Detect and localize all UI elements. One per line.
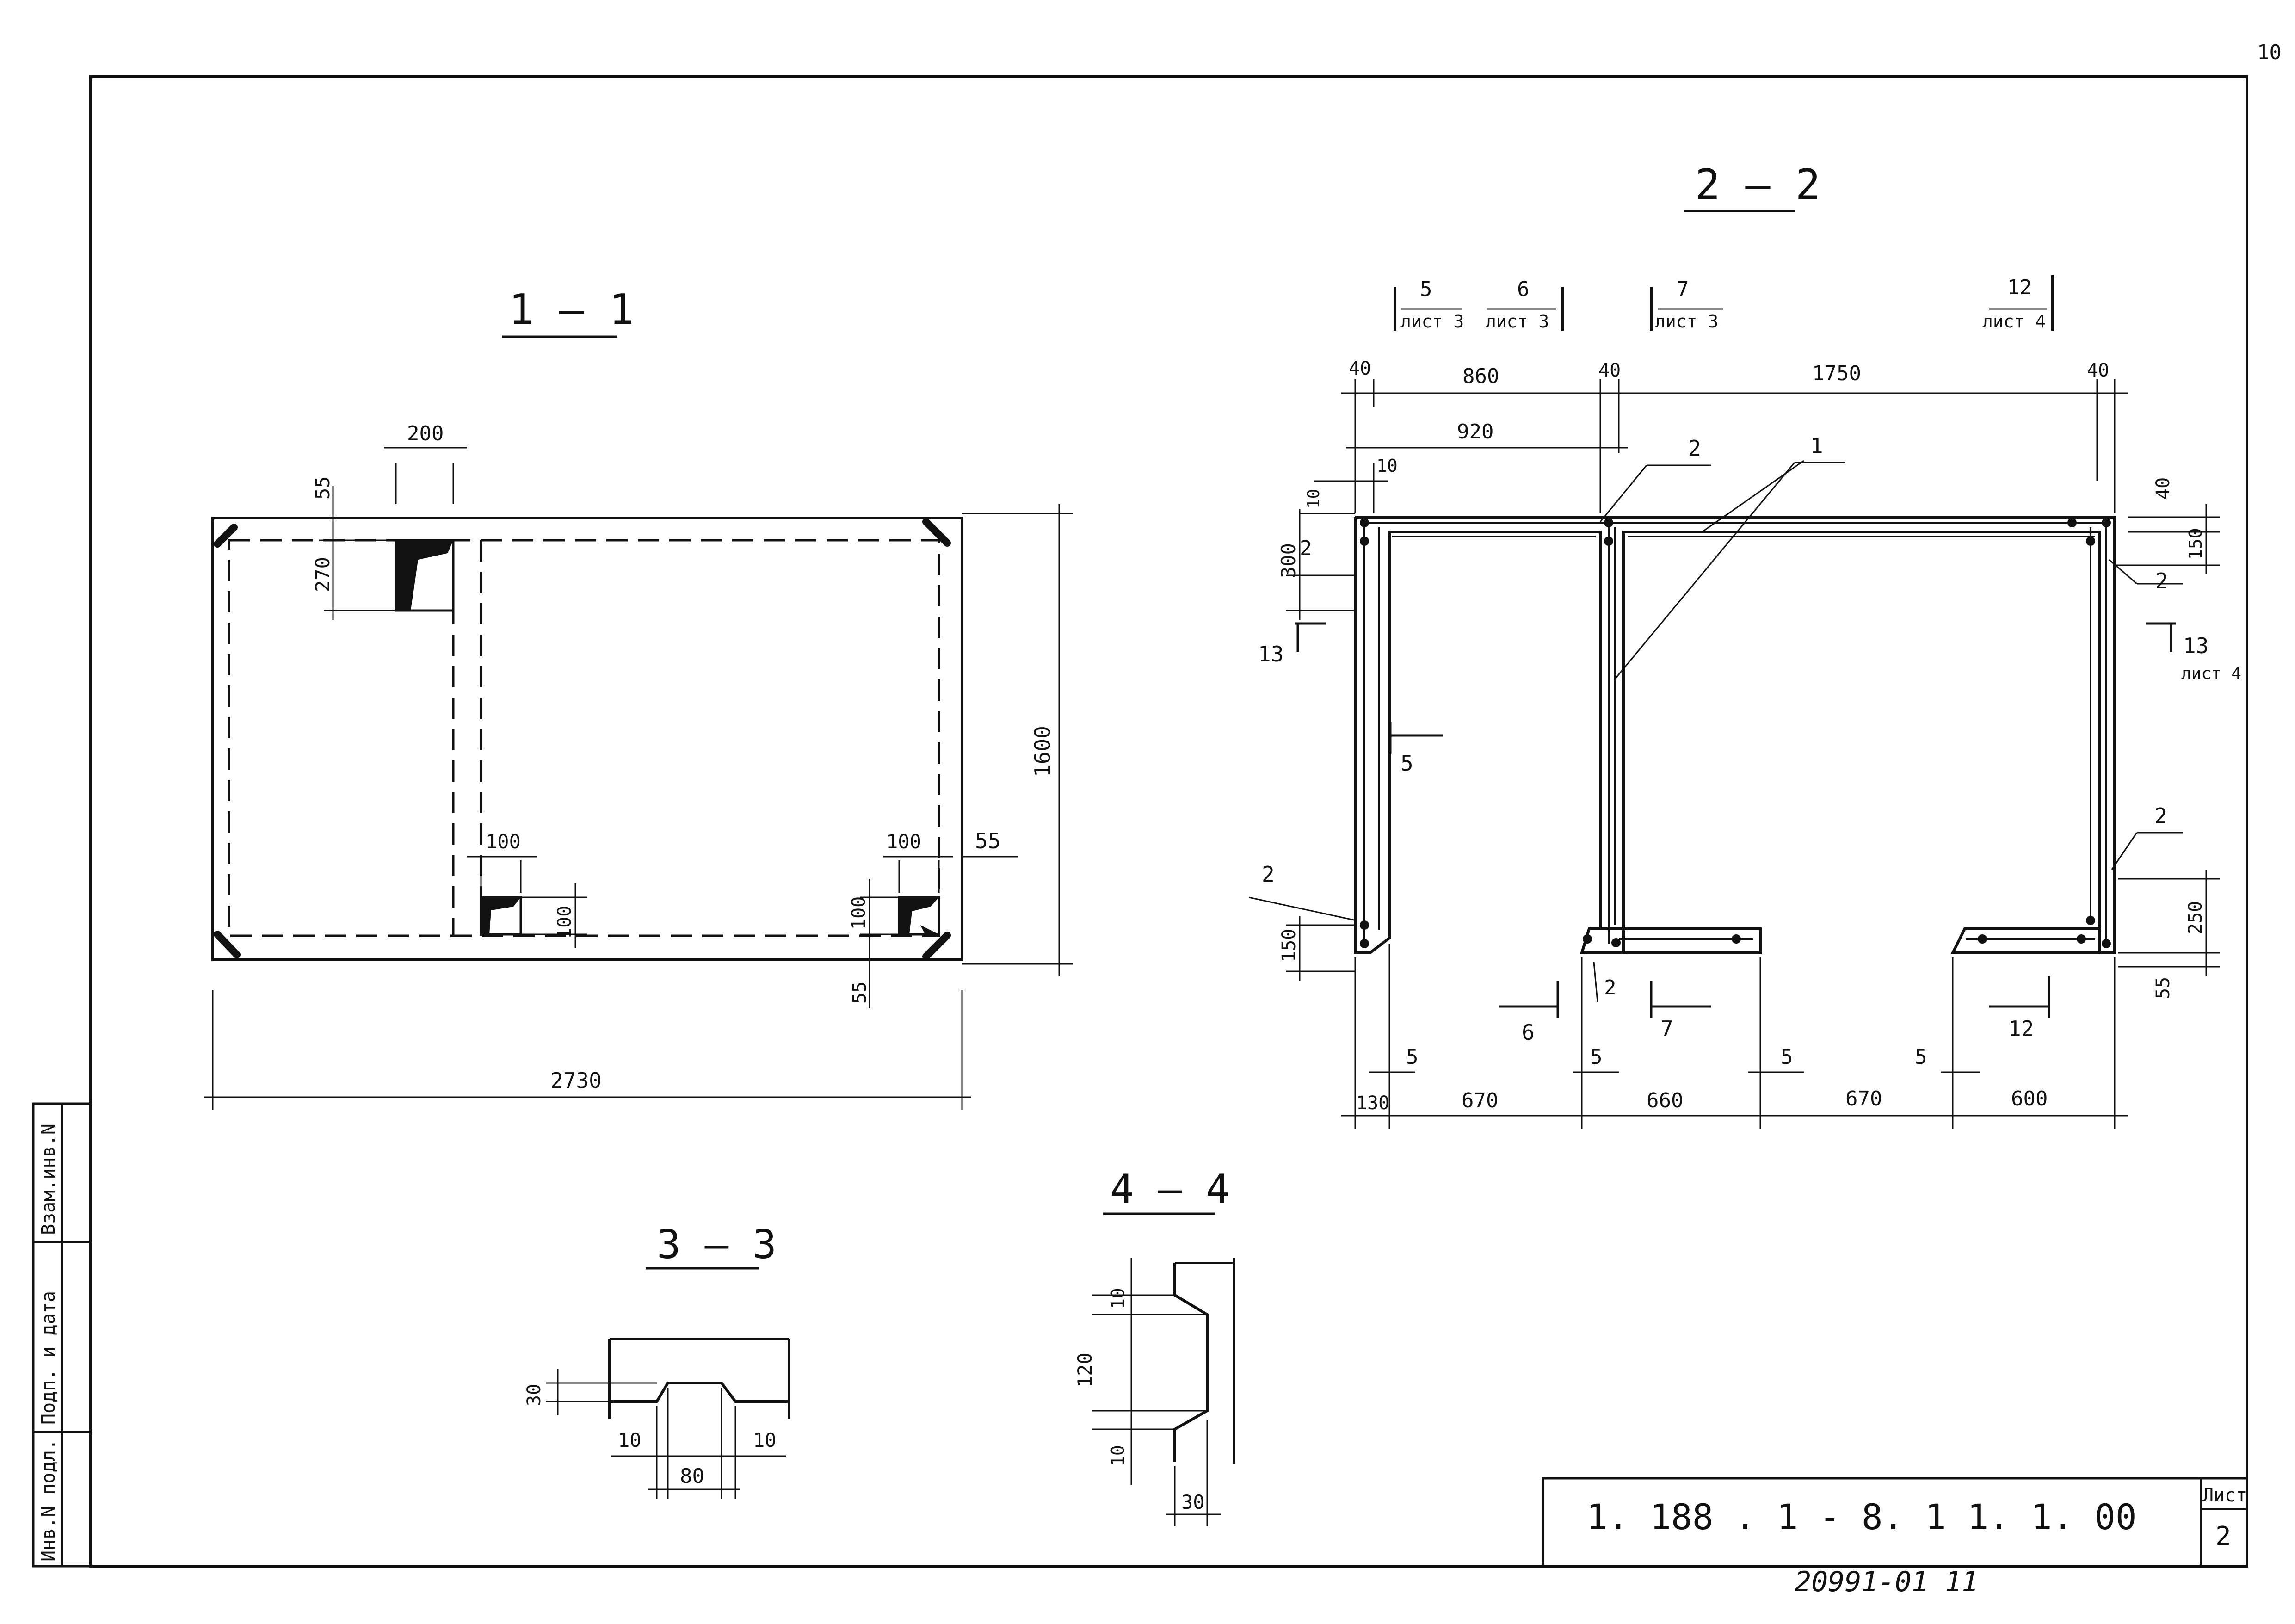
section-1-1: 1 — 1 [204,285,1073,1110]
dim-bottom-670a: 670 [1462,1089,1498,1112]
dim-3-3-10a: 10 [618,1429,642,1451]
side-stamp-cell-1: Взам.инв.N [38,1124,59,1235]
dim-top-1750: 1750 [1812,362,1861,385]
dim-150-left: 150 [1278,929,1300,962]
dim-3-3-10b: 10 [753,1429,777,1451]
dim-100-right-v: 100 [848,896,870,930]
inventory-number: 20991-01 11 [1795,1566,1978,1598]
callout-1: 1 [1810,433,1823,458]
dim-150-right: 150 [2185,528,2206,560]
marker-7: 7 [1660,1016,1673,1041]
marker-5: 5 [1400,751,1413,776]
marker-6: 6 [1522,1020,1535,1045]
callout-2-right-upper: 2 [2155,568,2168,593]
page-number: 10 [2257,41,2282,64]
callout-2-left-upper: 2 [1300,537,1312,560]
callout-2-top: 2 [1688,436,1701,461]
dim-40-right: 40 [2153,477,2174,500]
dim-top-40b: 40 [1598,360,1621,381]
marker-12: 12 [2008,1016,2034,1041]
dim-55-right: 55 [975,828,1000,853]
dim-10b: 10 [1304,489,1323,509]
section-1-1-title: 1 — 1 [509,285,634,334]
dim-920: 920 [1457,420,1493,444]
dim-55-right: 55 [2153,977,2174,999]
marker-13-right-sheet: лист 4 [2181,664,2241,683]
marker-13-left: 13 [1258,642,1283,667]
dim-bottom-130: 130 [1356,1093,1389,1114]
marker-13-right: 13 [2183,633,2209,658]
dim-top-40a: 40 [1349,358,1371,379]
side-stamp: Взам.инв.N Подп. и дата Инв.N подл. [32,1102,92,1568]
dim-4-4-10b: 10 [1108,1445,1128,1466]
dim-100-left-v: 100 [554,906,575,939]
dim-bottom-660: 660 [1647,1089,1683,1112]
opening-left-bottom [480,896,522,936]
dim-3-3-30: 30 [524,1384,545,1406]
dim-top-860: 860 [1462,364,1499,388]
dim-bottom-5c: 5 [1781,1045,1793,1069]
opening-right-bottom [898,896,940,936]
dim-4-4-120: 120 [1073,1352,1096,1388]
dim-270: 270 [311,557,334,592]
dim-300: 300 [1277,543,1300,578]
groove-4-4-profile [1173,1258,1235,1464]
ref-6-sheet: лист 3 [1486,311,1549,332]
callout-2-left-lower: 2 [1262,862,1275,887]
title-block: 1. 188 . 1 - 8. 1 1. 1. 00 Лист 2 [1542,1477,2248,1568]
section-3-3: 3 — 3 30 10 10 80 [524,1222,790,1499]
ref-6-number: 6 [1517,278,1530,301]
dim-100-left: 100 [486,830,521,853]
groove-3-3-profile [608,1339,790,1419]
hidden-rib-outline [228,539,940,937]
section-4-4-title: 4 — 4 [1110,1166,1230,1212]
dim-10a: 10 [1376,456,1398,476]
rebar-lines [1362,522,2107,948]
ref-5-sheet: лист 3 [1400,311,1464,332]
dim-250-right: 250 [2185,901,2206,934]
plate-outline [211,517,963,961]
ref-7-number: 7 [1677,278,1689,301]
sheet-label: Лист [2202,1485,2247,1506]
dim-3-3-80: 80 [680,1464,704,1488]
ref-12-number: 12 [2007,276,2032,299]
sheet-number: 2 [2215,1521,2231,1551]
section-2-2: 2 — 2 5 лист 3 6 лист 3 7 лист 3 12 лист… [1248,161,2241,1129]
dim-bottom-670b: 670 [1845,1087,1882,1111]
ref-12-sheet: лист 4 [1982,311,2046,332]
dim-55-bottom: 55 [849,982,870,1004]
ref-5-number: 5 [1420,278,1432,301]
section-2-2-title: 2 — 2 [1695,161,1820,209]
dim-4-4-10a: 10 [1108,1288,1128,1309]
section-3-3-title: 3 — 3 [657,1222,777,1268]
section-4-4: 4 — 4 10 120 10 30 [1073,1166,1235,1526]
dim-4-4-30: 30 [1181,1491,1205,1513]
dim-55-top: 55 [311,476,334,500]
section-2-2-structure [1354,516,2116,954]
dim-bottom-5b: 5 [1590,1045,1603,1069]
opening-top [395,539,455,612]
drawing-frame [89,75,2248,1568]
dim-100-right: 100 [886,830,921,853]
callout-2-bottom: 2 [1604,976,1616,1000]
side-stamp-cell-2: Подп. и дата [38,1291,59,1425]
dim-top-40c: 40 [2087,360,2109,381]
document-code: 1. 188 . 1 - 8. 1 1. 1. 00 [1586,1496,2137,1538]
dim-200: 200 [407,422,444,445]
dim-1600: 1600 [1030,726,1055,777]
callout-2-right-lower: 2 [2154,803,2167,828]
ref-7-sheet: лист 3 [1655,311,1718,332]
dim-bottom-600: 600 [2011,1087,2048,1111]
dim-bottom-5a: 5 [1406,1045,1419,1069]
dim-2730: 2730 [550,1068,602,1093]
dim-bottom-5d: 5 [1915,1045,1927,1069]
side-stamp-cell-3: Инв.N подл. [38,1439,59,1562]
